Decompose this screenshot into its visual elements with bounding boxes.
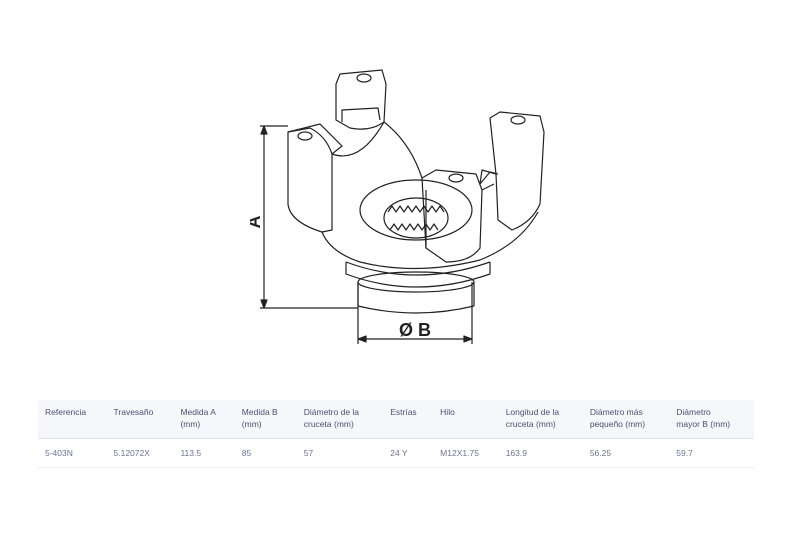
table-cell: 56.25	[582, 438, 670, 468]
dimension-a-label: A	[250, 216, 264, 229]
column-header-text: Medida A	[180, 407, 216, 417]
column-header-text: cruceta (mm)	[303, 419, 354, 429]
column-header: Referencia	[38, 400, 107, 439]
column-header: Diámetro de la cruceta (mm)	[296, 400, 384, 439]
table-cell: M12X1.75	[433, 438, 499, 468]
column-header: Hilo	[433, 400, 499, 439]
column-header-text: Referencia	[45, 407, 87, 417]
dimension-b-label: Ø B	[399, 320, 431, 340]
column-header-text: Hilo	[440, 407, 455, 417]
column-header-text: (mm)	[241, 419, 262, 429]
table-cell: 5-403N	[38, 438, 107, 468]
column-header-text: Longitud de la	[505, 407, 560, 417]
column-header: Diámetro mayor B (mm)	[669, 400, 754, 439]
column-header: Travesaño	[106, 400, 174, 439]
table-cell: 85	[234, 438, 297, 468]
table-cell: 59.7	[669, 438, 754, 468]
column-header-text: (mm)	[180, 419, 201, 429]
column-header-text: Diámetro más	[589, 407, 643, 417]
column-header-text: Travesaño	[113, 407, 154, 417]
column-header-text: Estrías	[390, 407, 417, 417]
column-header-text: Medida B	[241, 407, 278, 417]
table-cell: 163.9	[498, 438, 583, 468]
column-header: Medida A (mm)	[173, 400, 235, 439]
column-header-text: Diámetro	[676, 407, 711, 417]
column-header-text: cruceta (mm)	[505, 419, 556, 429]
table-cell: 24 Y	[383, 438, 434, 468]
column-header-text: mayor B (mm)	[676, 419, 731, 429]
column-header: Longitud de la cruceta (mm)	[498, 400, 583, 439]
yoke-illustration: A Ø B	[244, 69, 545, 344]
yoke-technical-drawing: A Ø B	[244, 62, 560, 352]
column-header-text: Diámetro de la	[303, 407, 360, 417]
table-cell: 113.5	[173, 438, 235, 468]
column-header: Medida B (mm)	[234, 400, 297, 439]
table-cell: 5.12072X	[106, 438, 174, 468]
column-header: Diámetro más pequeño (mm)	[582, 400, 670, 439]
column-header: Estrías	[383, 400, 434, 439]
table-header-row: Referencia Travesaño Medida A (mm) Medida B (…	[38, 400, 754, 439]
specifications-table: Referencia Travesaño Medida A (mm) Medida B (…	[38, 400, 754, 468]
table-cell: 57	[296, 438, 384, 468]
column-header-text: pequeño (mm)	[589, 419, 646, 429]
